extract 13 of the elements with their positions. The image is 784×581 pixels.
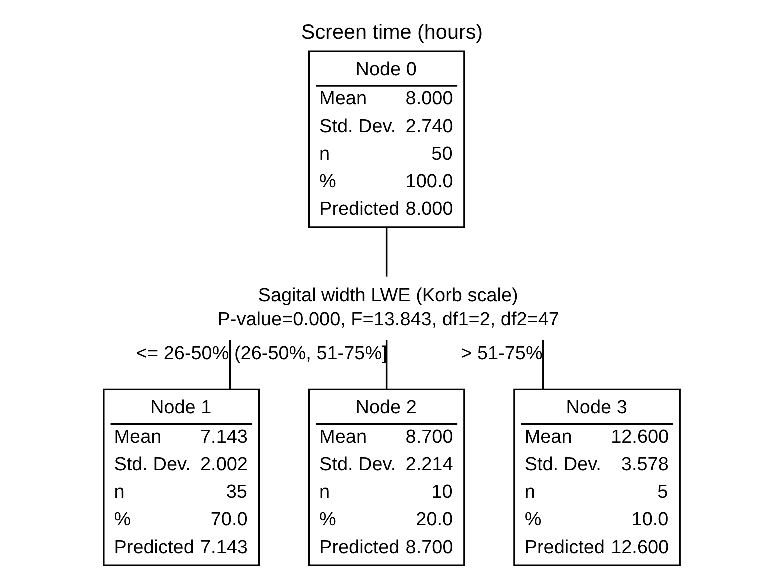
node-text: Sagital width LWE (Korb scale) P-value=0.000, F=13.843, df1=2, df2=47 bbox=[218, 285, 560, 331]
node-box: Node 3 Mean 12.600 Std. Dev. 3.578 n 5 % 10.0 Predicted 12.600 bbox=[514, 388, 681, 567]
node-box: Node 0 Mean 8.000 Std. Dev. 2.740 n 50 % 100.0 Predicted 8.000 bbox=[308, 50, 466, 228]
connector bbox=[229, 340, 232, 390]
connector bbox=[542, 340, 544, 390]
diagram-title: Screen time (hours) bbox=[301, 20, 484, 44]
node-box: Node 2 Mean 8.700 Std. Dev. 2.214 n 10 % 20.0 Predicted 8.700 bbox=[308, 388, 466, 567]
edge-label: (26-50%, 51-75%] bbox=[234, 344, 388, 365]
connector bbox=[386, 340, 388, 390]
edge-label: > 51-75% bbox=[461, 344, 543, 365]
edge-label: <= 26-50% bbox=[136, 344, 230, 365]
connector bbox=[386, 228, 388, 277]
node-box: Node 1 Mean 7.143 Std. Dev. 2.002 n 35 % 70.0 Predicted 7.143 bbox=[103, 388, 260, 567]
